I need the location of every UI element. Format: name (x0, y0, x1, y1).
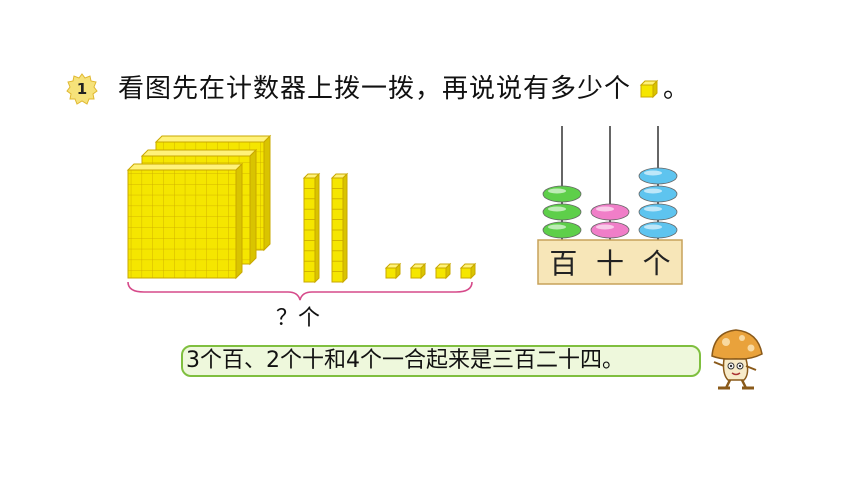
mushroom-mascot-icon (711, 329, 763, 390)
abacus-bead (542, 203, 582, 221)
abacus-bead (542, 185, 582, 203)
answer-text: 3个百、2个十和4个一合起来是三百二十四。 (186, 348, 624, 373)
brace (127, 281, 473, 301)
ten-rod (302, 172, 321, 284)
abacus-bead (542, 221, 582, 239)
ten-rod (330, 172, 349, 284)
abacus-bead (590, 203, 630, 221)
abacus-label-hundreds: 百 (549, 247, 578, 280)
one-cube (384, 262, 402, 280)
one-cube (409, 262, 427, 280)
question-number-badge-icon (66, 73, 98, 105)
one-cube (434, 262, 452, 280)
question-text-main: 看图先在计数器上拨一拨，再说说有多少个 (118, 74, 632, 104)
count-question-label: ？个 (276, 306, 321, 331)
abacus-bead (590, 221, 630, 239)
question-text: 看图先在计数器上拨一拨，再说说有多少个 。 (118, 70, 690, 108)
abacus-bead (638, 185, 678, 203)
abacus-bead (638, 167, 678, 185)
unit-cube-icon (639, 79, 659, 99)
base-ten-blocks-illustration (126, 134, 477, 301)
abacus-bead (638, 203, 678, 221)
abacus-bead (638, 221, 678, 239)
hundred-flat (126, 162, 244, 280)
abacus-rods (542, 126, 678, 240)
abacus-label-ones: 个 (642, 247, 671, 280)
one-cube (459, 262, 477, 280)
question-end-punct: 。 (663, 74, 691, 104)
abacus-labels: 百 十 个 (540, 240, 680, 284)
abacus (537, 126, 683, 285)
abacus-frame (537, 239, 683, 285)
answer-bubble (181, 345, 701, 377)
blocks-group (126, 134, 477, 284)
question-number: 1 (76, 80, 88, 98)
abacus-label-tens: 十 (595, 247, 624, 280)
